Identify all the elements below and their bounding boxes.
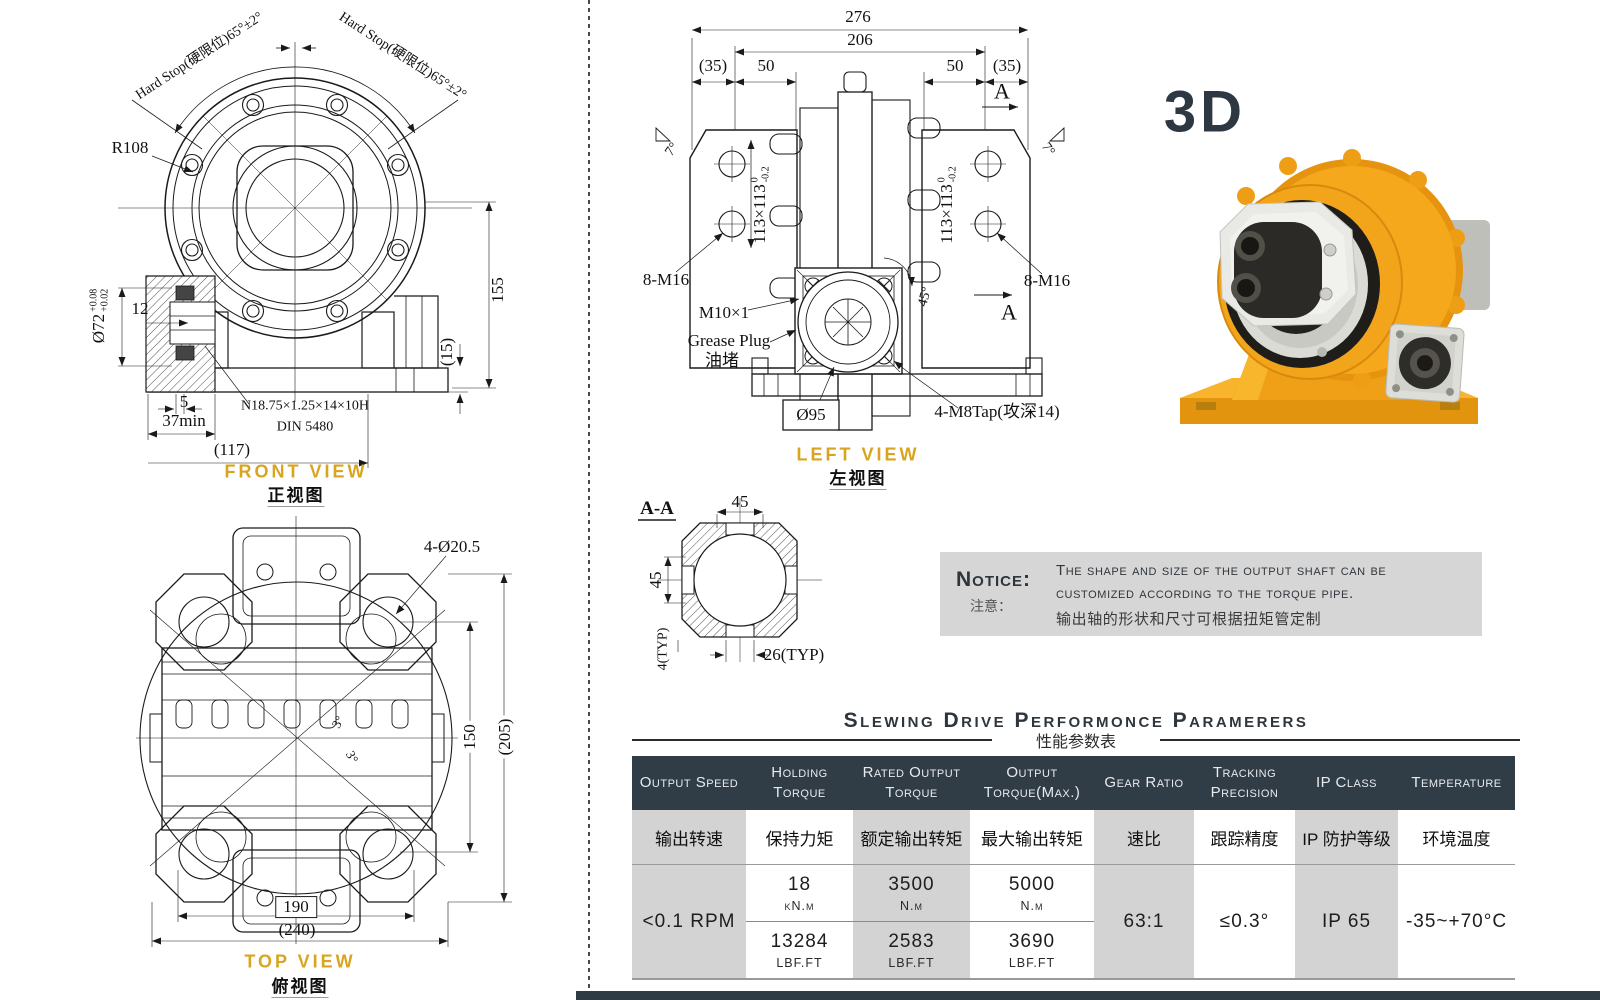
col-header-zh-temperature: 环境温度 [1398, 810, 1515, 865]
notice-line2: customized according to the torque pipe. [1056, 585, 1354, 602]
section-mark-a-bottom: A [1001, 299, 1017, 325]
section-dim-26typ-label: 26(TYP) [763, 645, 825, 665]
front-view-drawing [118, 42, 496, 468]
bolts-8m16-left-label: 8-M16 [642, 270, 690, 290]
top-view-title: TOP VIEW [244, 951, 356, 972]
radius-r108-label: R108 [111, 138, 149, 158]
front-view-title-zh: 正视图 [267, 481, 325, 507]
footer-bar [576, 991, 1600, 1000]
dim-205-label: (205) [495, 715, 514, 759]
dim-155-label: 155 [488, 277, 508, 303]
grease-plug-en-label: Grease Plug [687, 331, 771, 351]
notice-label-en: Notice: [956, 568, 1031, 591]
dim-35-left-label: (35) [698, 56, 728, 76]
col-header-ip-class: IP Class [1295, 756, 1398, 810]
col-header-zh-gear-ratio: 速比 [1094, 810, 1194, 865]
shaft-diameter-value: Ø72 [88, 313, 108, 344]
section-dim-4typ-label: 4(TYP) [655, 627, 671, 671]
notice-box: Notice: 注意： The shape and size of the ou… [940, 552, 1482, 636]
value-holding-torque-metric: 18 kN.m [746, 865, 853, 921]
dim-276-label: 276 [845, 7, 871, 27]
section-dim-45-top-label: 45 [731, 492, 749, 512]
col-header-rated-output-torque: Rated Output Torque [853, 756, 970, 810]
section-aa-drawing [638, 498, 822, 662]
left-view-drawing [655, 26, 1065, 431]
render-3d-label: 3D [1163, 79, 1247, 145]
dim-35-right-label: (35) [992, 56, 1022, 76]
col-header-temperature: Temperature [1398, 756, 1515, 810]
value-max-torque-metric: 5000 N.m [970, 865, 1094, 921]
value-tracking-precision: ≤0.3° [1194, 865, 1295, 978]
col-header-zh-output-torque-max: 最大输出转矩 [970, 810, 1094, 865]
dim-15-label: (15) [437, 337, 457, 367]
col-header-zh-output-speed: 输出转速 [632, 810, 746, 865]
grease-thread-label: M10×1 [698, 303, 750, 323]
value-holding-torque-imperial: 13284 LBF.FT [746, 921, 853, 978]
shaft-diameter-label: Ø72+0.08+0.02 [88, 288, 111, 344]
section-dim-45-left-label: 45 [646, 571, 666, 589]
dim-117-label: (117) [213, 440, 251, 460]
table-title: Slewing Drive Performonce Paramerers [843, 709, 1309, 732]
notice-label-zh: 注意： [970, 598, 1012, 614]
dim-190-label: 190 [275, 896, 317, 918]
section-aa-title: A-A [640, 498, 674, 520]
value-output-speed: <0.1 RPM [632, 865, 746, 978]
section-mark-a-top: A [994, 78, 1010, 104]
col-header-gear-ratio: Gear Ratio [1094, 756, 1194, 810]
col-header-holding-torque: Holding Torque [746, 756, 853, 810]
col-header-zh-rated-output-torque: 额定输出转矩 [853, 810, 970, 865]
col-header-output-speed: Output Speed [632, 756, 746, 810]
product-render [1180, 149, 1490, 424]
value-rated-torque-imperial: 2583 LBF.FT [853, 921, 970, 978]
performance-table: Output Speed Holding Torque Rated Output… [632, 756, 1515, 980]
subtitle-rule-right [1160, 739, 1520, 741]
col-header-zh-holding-torque: 保持力矩 [746, 810, 853, 865]
dim-50-right-label: 50 [946, 56, 964, 76]
grease-plug-zh-label: 油堵 [705, 351, 739, 371]
spline-spec-label: N18.75×1.25×14×10H [241, 398, 369, 414]
dim-12-label: 12 [131, 299, 149, 319]
value-max-torque-imperial: 3690 LBF.FT [970, 921, 1094, 978]
value-ip-class: IP 65 [1295, 865, 1398, 978]
col-header-tracking-precision: Tracking Precision [1194, 756, 1295, 810]
notice-line1: The shape and size of the output shaft c… [1056, 562, 1387, 579]
top-view-title-zh: 俯视图 [271, 972, 329, 998]
bolts-8m16-right-label: 8-M16 [1023, 271, 1071, 291]
notice-line3: 输出轴的形状和尺寸可根据扭矩管定制 [1056, 611, 1322, 628]
dim-50-left-label: 50 [757, 56, 775, 76]
dim-37min-label: 37min [162, 411, 206, 431]
tap-label: 4-M8Tap(攻深14) [934, 402, 1060, 422]
front-view-title: FRONT VIEW [224, 461, 368, 482]
dim-4-holes-label: 4-Ø20.5 [423, 537, 481, 557]
value-temperature: -35~+70°C [1398, 865, 1515, 978]
section-divider [588, 0, 590, 1000]
col-header-zh-tracking-precision: 跟踪精度 [1194, 810, 1295, 865]
value-gear-ratio: 63:1 [1094, 865, 1194, 978]
top-view-drawing [136, 516, 512, 947]
left-view-title: LEFT VIEW [796, 444, 920, 465]
spline-standard-label: DIN 5480 [276, 419, 334, 435]
col-header-zh-ip-class: IP 防护等级 [1295, 810, 1398, 865]
left-view-title-zh: 左视图 [829, 464, 887, 490]
table-subtitle: 性能参数表 [1035, 734, 1117, 751]
dim-206-label: 206 [847, 30, 873, 50]
subtitle-rule-left [632, 739, 992, 741]
shaft-tolerance: +0.08+0.02 [88, 288, 111, 312]
dim-240-label: (240) [278, 920, 316, 940]
dim-150-label: 150 [460, 721, 479, 753]
dim-5-label: 5 [179, 392, 189, 412]
col-header-output-torque-max: Output Torque(Max.) [970, 756, 1094, 810]
boss-dia-label: Ø95 [796, 405, 826, 425]
value-rated-torque-metric: 3500 N.m [853, 865, 970, 921]
